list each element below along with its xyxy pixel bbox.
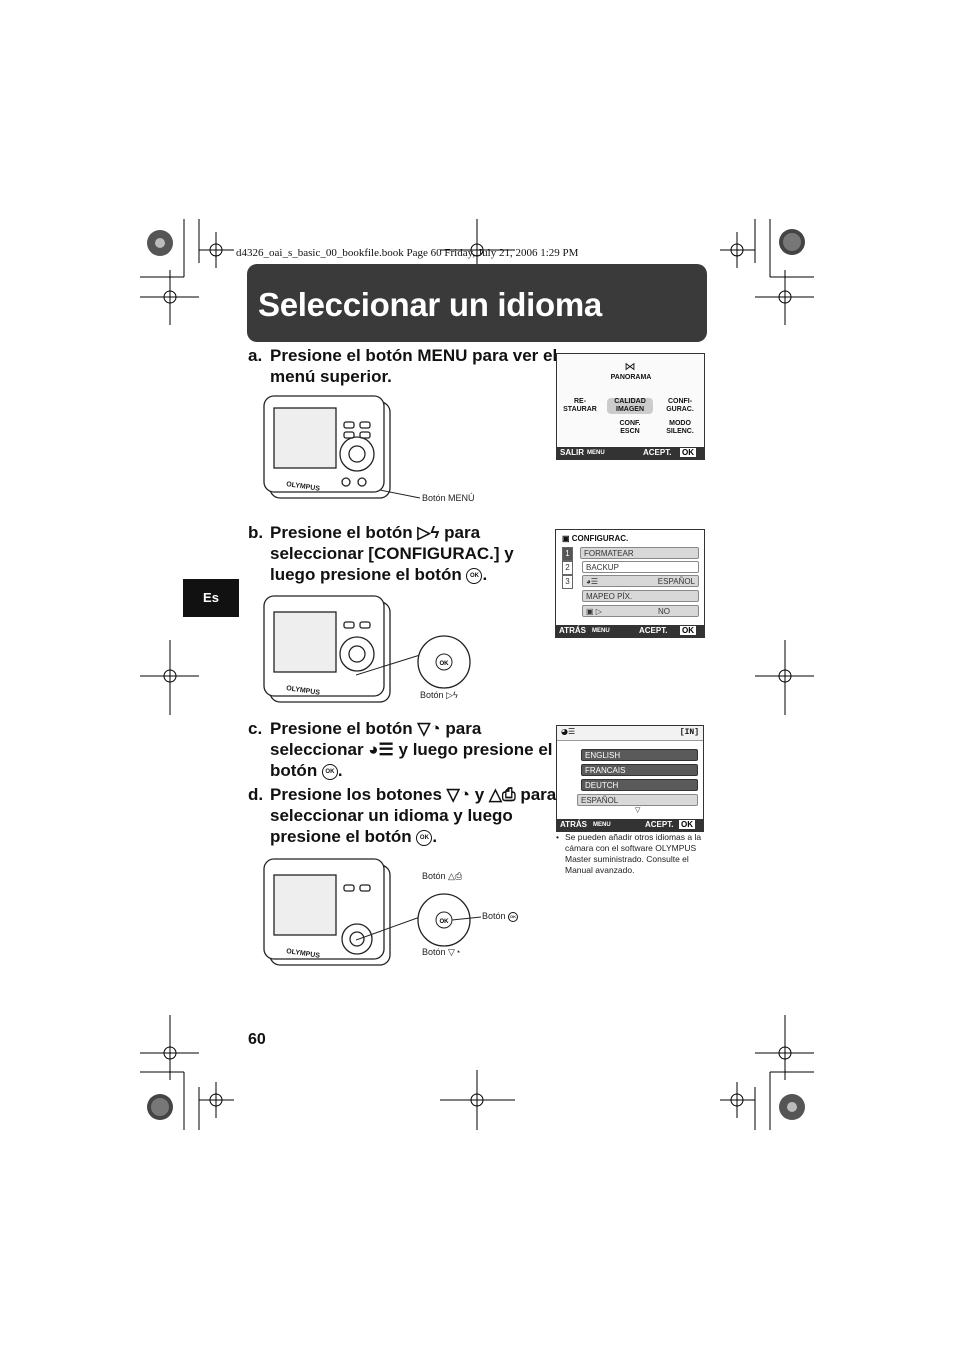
step-text: Presione el botón MENU para ver el menú … bbox=[270, 346, 558, 386]
ok-button-icon: OK bbox=[416, 829, 433, 846]
step-text: Presione los botones ▽◔ y △⎙ para selecc… bbox=[270, 785, 557, 846]
title-bar: Seleccionar un idioma bbox=[247, 264, 707, 342]
memory-indicator: [IN] bbox=[679, 728, 699, 737]
scroll-down-icon: ▽ bbox=[635, 806, 641, 814]
right-flash-icon: ▷ϟ bbox=[417, 523, 440, 542]
star-target-icons bbox=[147, 229, 805, 1120]
tab-1: 1 bbox=[562, 547, 573, 561]
page-number: 60 bbox=[248, 1031, 266, 1048]
language-icon: ◕☰ bbox=[368, 740, 394, 759]
label-boton-down: Botón ▽◔ bbox=[422, 947, 461, 957]
menu-modo-silenc: MODO SILENC. bbox=[666, 420, 694, 435]
menu-area: ⋈ PANORAMA RE- STAURAR CALIDAD IMAGEN CO… bbox=[557, 354, 704, 446]
step-d: d. Presione los botones ▽◔ y △⎙ para sel… bbox=[248, 784, 558, 850]
down-selftimer-icon: ▽◔ bbox=[417, 719, 441, 738]
tab-2: 2 bbox=[562, 561, 573, 575]
lang-english: ENGLISH bbox=[581, 749, 698, 761]
dpad-ok: OK bbox=[440, 919, 450, 925]
file-header: d4326_oai_s_basic_00_bookfile.book Page … bbox=[236, 247, 579, 259]
language-icon: ◕☰ bbox=[561, 727, 576, 736]
camera-brand: OLYMPUS bbox=[286, 481, 321, 493]
camera-illustration-d: OLYMPUS bbox=[263, 858, 391, 966]
menu-panorama: PANORAMA bbox=[610, 374, 652, 381]
menu-conf-escn: CONF. ESCN bbox=[619, 420, 641, 435]
tab-3: 3 bbox=[562, 575, 573, 589]
step-c: c. Presione el botón ▽◔ para seleccionar… bbox=[248, 718, 558, 784]
step-b: b. Presione el botón ▷ϟ para seleccionar… bbox=[248, 522, 558, 588]
screen-bottom-bar: SALIR MENU ACEPT. OK bbox=[557, 447, 704, 459]
camera-play-icon: ▣ ▷ bbox=[586, 607, 602, 616]
screen-languages: ◕☰ [IN] ENGLISH FRANCAIS DEUTCH ESPAÑOL … bbox=[556, 725, 704, 832]
dpad-ok: OK bbox=[440, 661, 450, 667]
label-boton-right: Botón ▷ϟ bbox=[420, 690, 458, 700]
menu-configurac: CONFI- GURAC. bbox=[666, 398, 694, 413]
lang-espanol: ESPAÑOL bbox=[577, 794, 698, 806]
item-formatear: FORMATEAR bbox=[580, 547, 699, 559]
step-text: Presione el botón ▽◔ para seleccionar ◕☰… bbox=[270, 719, 553, 780]
language-tab: Es bbox=[183, 579, 239, 617]
down-selftimer-icon: ▽◔ bbox=[446, 785, 470, 804]
leader-line bbox=[380, 489, 421, 499]
ok-button-icon: OK bbox=[321, 763, 338, 780]
panorama-icon: ⋈ bbox=[624, 360, 636, 373]
item-mapeo-pix: MAPEO PÍX. bbox=[582, 590, 699, 602]
label-boton-menu: Botón MENÚ bbox=[422, 493, 475, 503]
lang-francais: FRANCAIS bbox=[581, 764, 698, 776]
lang-deutch: DEUTCH bbox=[581, 779, 698, 791]
camera-illustration-a: OLYMPUS bbox=[263, 395, 391, 499]
label-boton-up: Botón △⎙ bbox=[422, 871, 463, 881]
camera-brand: OLYMPUS bbox=[286, 948, 321, 960]
step-text: Presione el botón ▷ϟ para seleccionar [C… bbox=[270, 523, 514, 584]
menu-calidad-imagen: CALIDAD IMAGEN bbox=[607, 398, 653, 414]
ok-button-icon: OK bbox=[508, 911, 519, 922]
screen-configurac: ▣ CONFIGURAC. 1 2 3 FORMATEAR BACKUP ◕☰E… bbox=[555, 529, 705, 638]
screen-header: ▣ CONFIGURAC. bbox=[562, 534, 629, 543]
screen-bottom-bar: ATRÁS MENU ACEPT. OK bbox=[557, 819, 703, 831]
camera-brand: OLYMPUS bbox=[286, 685, 321, 697]
dpad-zoom-d: OK bbox=[356, 893, 482, 947]
label-boton-ok: Botón OK bbox=[482, 911, 519, 922]
camera-illustration-b: OLYMPUS bbox=[263, 595, 391, 703]
up-print-icon: △⎙ bbox=[488, 785, 516, 804]
step-a: a. Presione el botón MENU para ver el me… bbox=[248, 345, 558, 389]
step-letter: b. bbox=[248, 523, 264, 542]
menu-restaurar: RE- STAURAR bbox=[563, 398, 597, 413]
page-title: Seleccionar un idioma bbox=[258, 286, 602, 323]
step-letter: d. bbox=[248, 785, 264, 804]
ok-button-icon: OK bbox=[466, 567, 483, 584]
dpad-zoom-b: OK bbox=[356, 635, 471, 689]
item-camera-play: ▣ ▷NO bbox=[582, 605, 699, 617]
screen-bottom-bar: ATRÁS MENU ACEPT. OK bbox=[556, 625, 704, 637]
item-language: ◕☰ESPAÑOL bbox=[582, 575, 699, 587]
screen-top-menu: ⋈ PANORAMA RE- STAURAR CALIDAD IMAGEN CO… bbox=[556, 353, 705, 460]
step-letter: c. bbox=[248, 719, 263, 738]
step-letter: a. bbox=[248, 346, 263, 365]
screen-header: ◕☰ [IN] bbox=[557, 726, 703, 741]
language-icon: ◕☰ bbox=[586, 577, 599, 586]
item-backup: BACKUP bbox=[582, 561, 699, 573]
